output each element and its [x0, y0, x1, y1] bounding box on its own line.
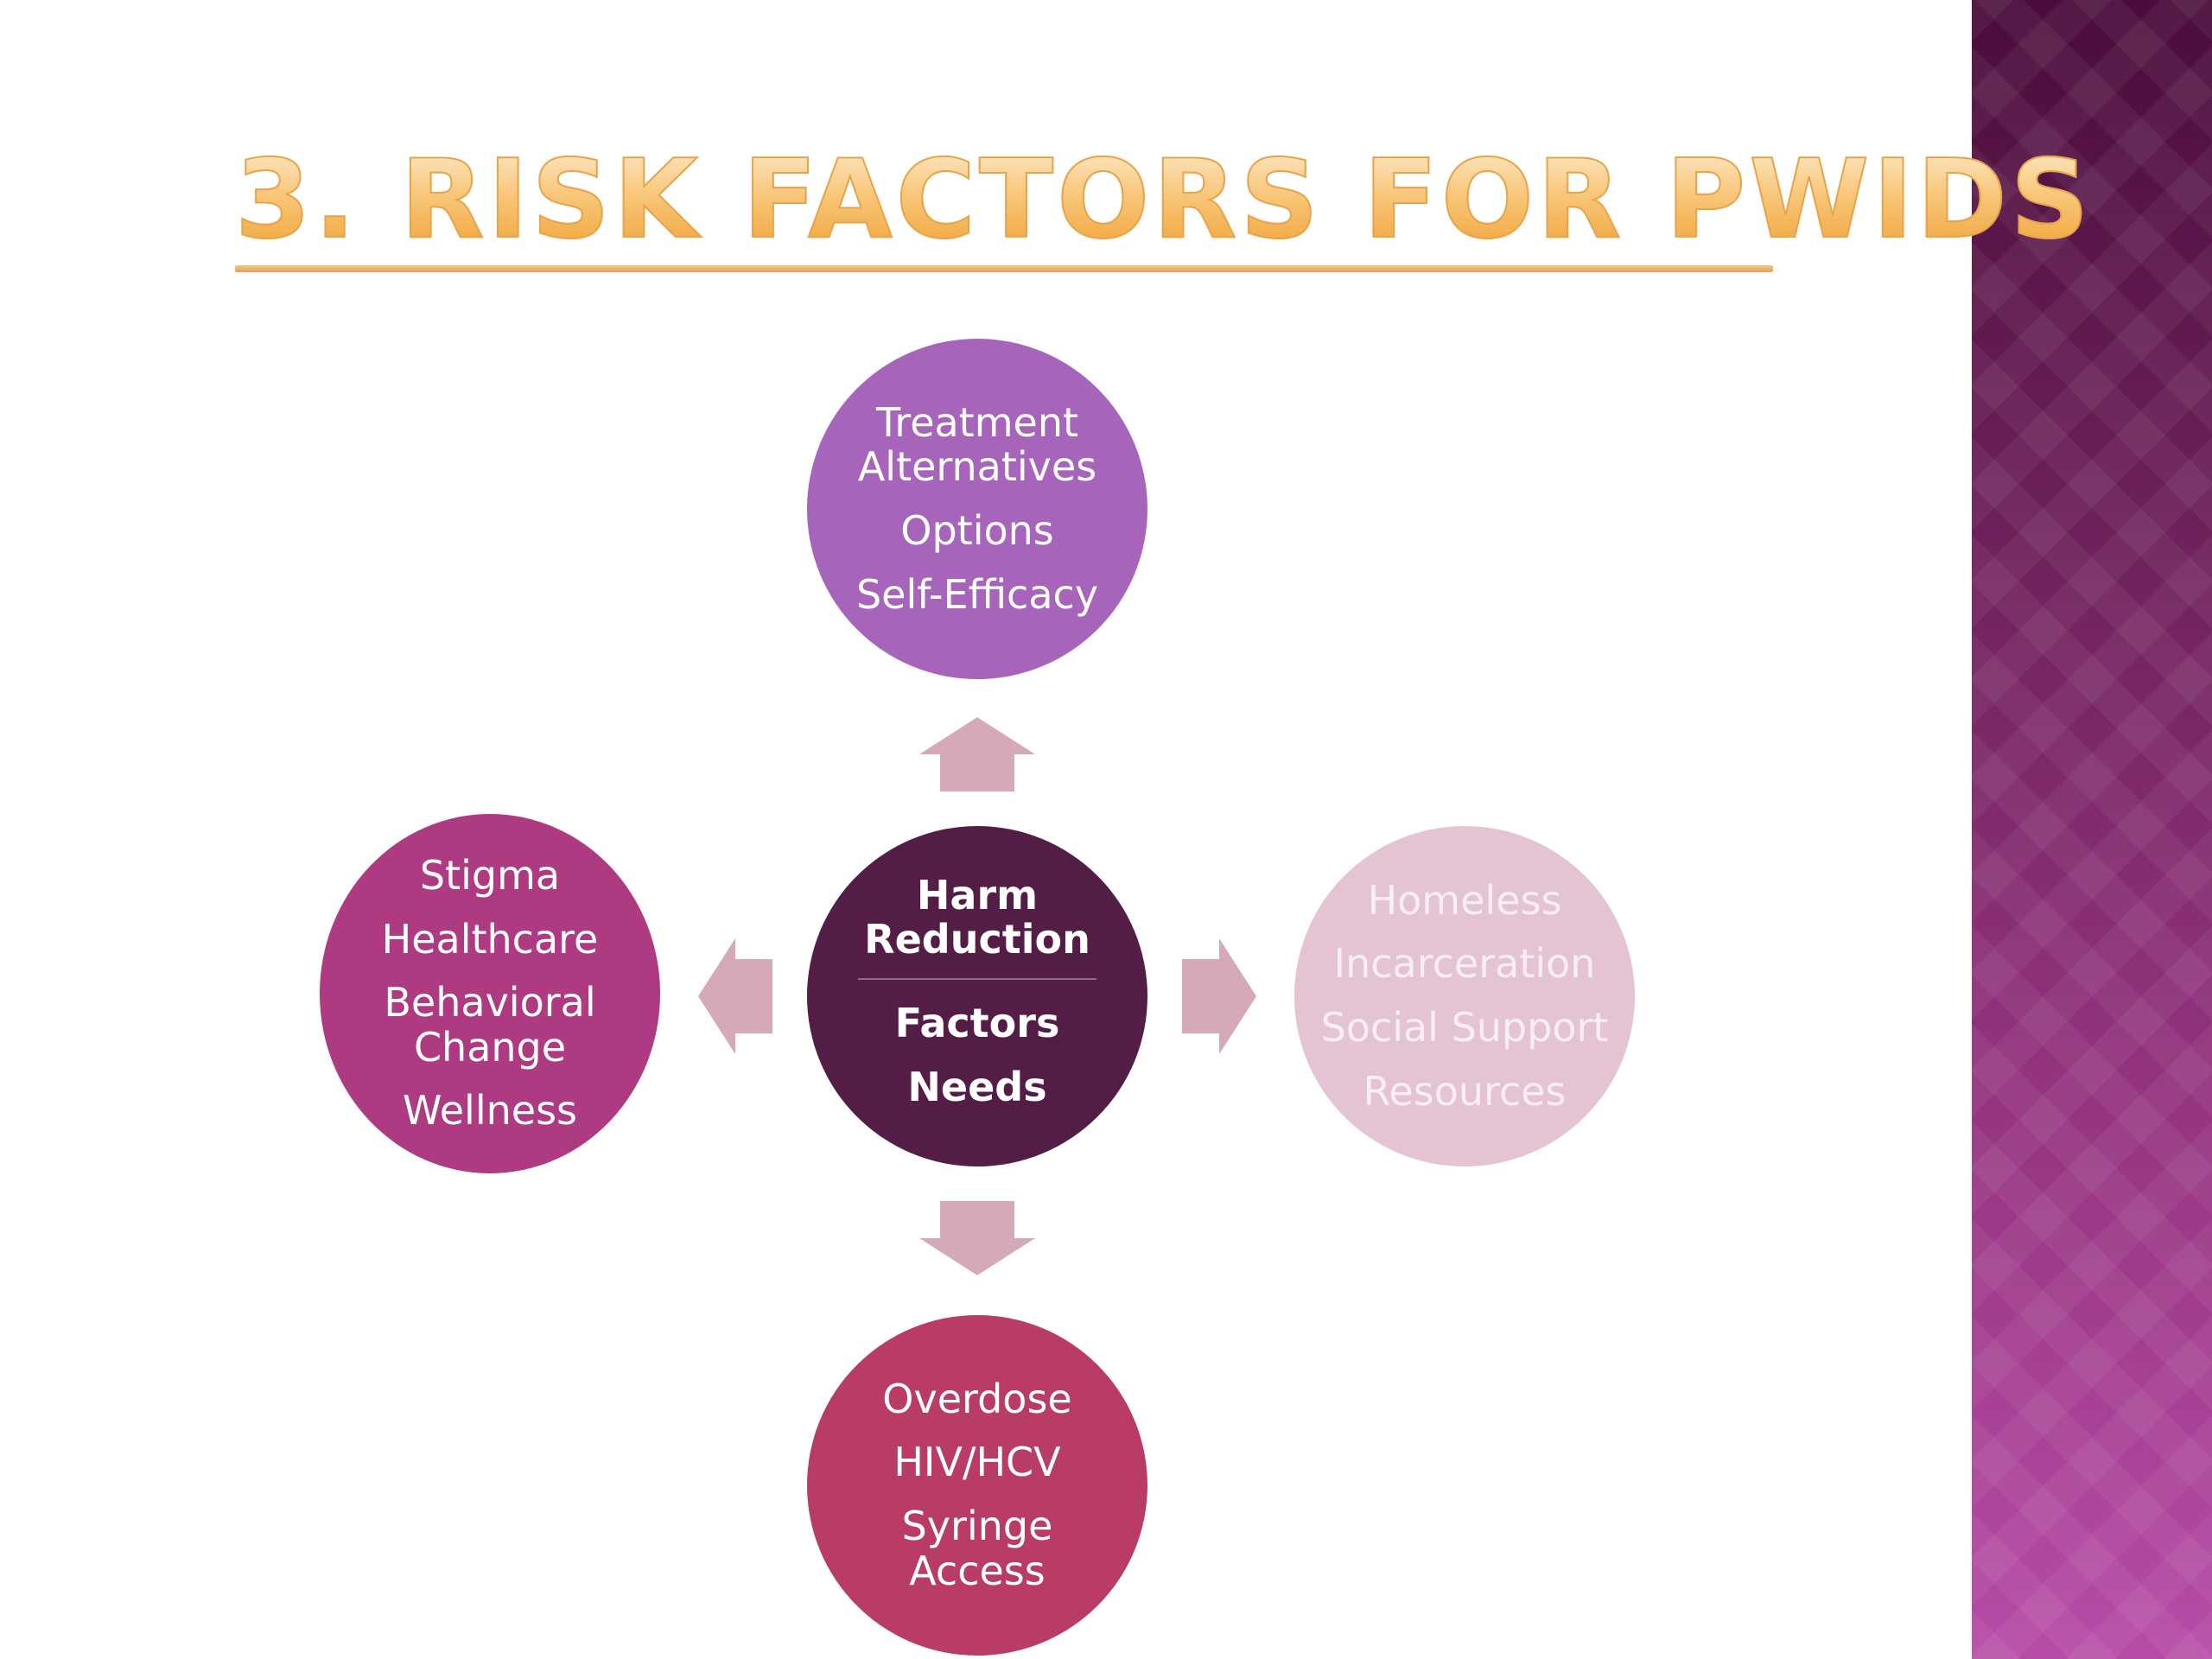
node-item: Incarceration: [1333, 940, 1596, 988]
node-item: Options: [900, 507, 1054, 554]
node-item: Stigma: [419, 852, 561, 899]
node-item: Overdose: [882, 1375, 1072, 1422]
node-item: Healthcare: [381, 915, 599, 963]
node-homeless: Homeless Incarceration Social Support Re…: [1294, 826, 1635, 1166]
node-item: Wellness: [402, 1087, 578, 1135]
title-underline: [235, 265, 1773, 272]
arrow-up: [919, 717, 1035, 791]
node-item: Homeless: [1367, 876, 1562, 924]
node-harm-reduction: Harm Reduction Factors Needs: [807, 826, 1147, 1166]
arrow-right: [1182, 938, 1256, 1054]
node-overdose: Overdose HIV/HCV Syringe Access: [807, 1315, 1147, 1656]
arrow-left: [698, 938, 772, 1054]
node-item: Resources: [1363, 1067, 1567, 1115]
node-item: Factors: [894, 1000, 1060, 1046]
node-item: Treatment Alternatives: [857, 398, 1097, 491]
decorative-side-band: [1972, 0, 2212, 1659]
node-item: Behavioral Change: [384, 979, 596, 1071]
node-treatment: Treatment Alternatives Options Self-Effi…: [807, 339, 1147, 679]
node-item: Self-Efficacy: [855, 570, 1099, 618]
node-item: Syringe Access: [901, 1503, 1053, 1594]
arrow-down: [919, 1201, 1035, 1275]
center-divider: [858, 978, 1096, 980]
node-item: HIV/HCV: [893, 1439, 1061, 1486]
center-heading: Harm Reduction: [864, 871, 1090, 963]
node-item: Social Support: [1320, 1004, 1609, 1051]
slide-title: 3. Risk Factors for PWIDs: [234, 136, 2093, 263]
node-stigma: Stigma Healthcare Behavioral Change Well…: [320, 814, 660, 1173]
node-item: Needs: [907, 1063, 1047, 1110]
